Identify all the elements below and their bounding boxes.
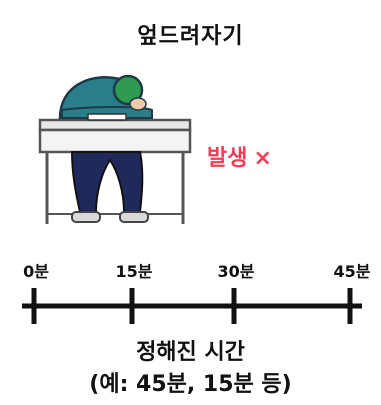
tick-label-15: 15분 <box>115 262 153 281</box>
diagram-title: 엎드려자기 <box>137 24 244 49</box>
status-label: 발생× <box>207 140 272 172</box>
caption-line-1: 정해진 시간 <box>136 340 245 365</box>
tick-label-0: 0분 <box>23 262 49 281</box>
tick-label-45: 45분 <box>333 262 371 281</box>
status-text: 발생 <box>207 146 248 171</box>
timeline-axis <box>22 288 362 324</box>
tick-label-30: 30분 <box>217 262 255 281</box>
caption-line-2: (예: 45분, 15분 등) <box>89 372 292 397</box>
desk-sleeping-student-icon <box>38 74 192 224</box>
cross-mark-icon: × <box>253 146 272 171</box>
